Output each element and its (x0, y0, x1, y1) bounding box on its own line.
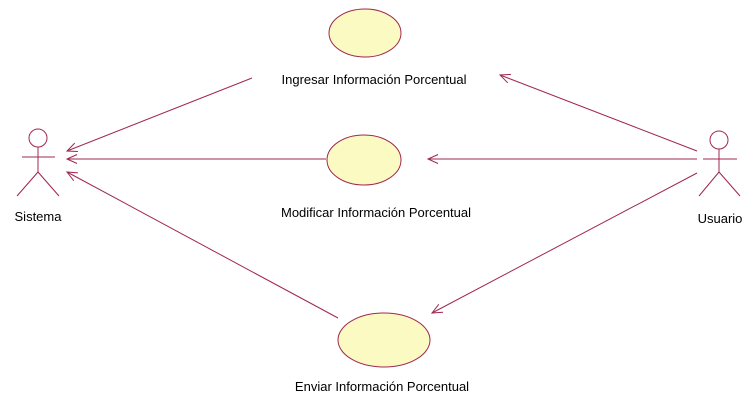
association-arrowhead-icon (498, 73, 512, 84)
association-usuario-to-enviar[interactable] (430, 172, 698, 314)
use-case-enviar-label: Enviar Información Porcentual (295, 379, 469, 394)
use-case-ingresar-label: Ingresar Información Porcentual (282, 72, 467, 87)
association-usuario-to-ingresar[interactable] (498, 73, 698, 152)
association-arrowhead-icon (65, 142, 79, 152)
association-line (66, 77, 253, 152)
association-modificar-to-sistema[interactable] (65, 154, 326, 164)
association-line (431, 172, 698, 314)
association-arrowhead-icon (426, 154, 439, 164)
association-usuario-to-modificar[interactable] (426, 154, 697, 164)
use-case-modificar-ellipse[interactable] (326, 134, 402, 186)
usuario-stick-figure-icon (698, 130, 741, 197)
actor-usuario[interactable]: Usuario (698, 130, 743, 226)
actor-sistema[interactable]: Sistema (15, 128, 63, 224)
use-case-enviar-ellipse[interactable] (337, 312, 431, 368)
use-case-ingresar-label-background (252, 69, 496, 88)
association-lines (65, 73, 698, 319)
sistema-stick-figure-icon (16, 128, 60, 197)
association-arrowhead-icon (65, 171, 79, 182)
association-line (66, 171, 339, 319)
association-arrowhead-icon (65, 154, 78, 164)
actor-usuario-label: Usuario (698, 211, 743, 226)
use-case-ingresar-ellipse[interactable] (328, 8, 402, 58)
association-ingresar-to-sistema[interactable] (65, 77, 253, 152)
association-enviar-to-sistema[interactable] (65, 171, 339, 319)
association-arrowhead-icon (430, 304, 444, 314)
actor-sistema-label: Sistema (15, 209, 63, 224)
association-line (499, 74, 698, 152)
use-case-modificar-label: Modificar Información Porcentual (281, 205, 471, 220)
